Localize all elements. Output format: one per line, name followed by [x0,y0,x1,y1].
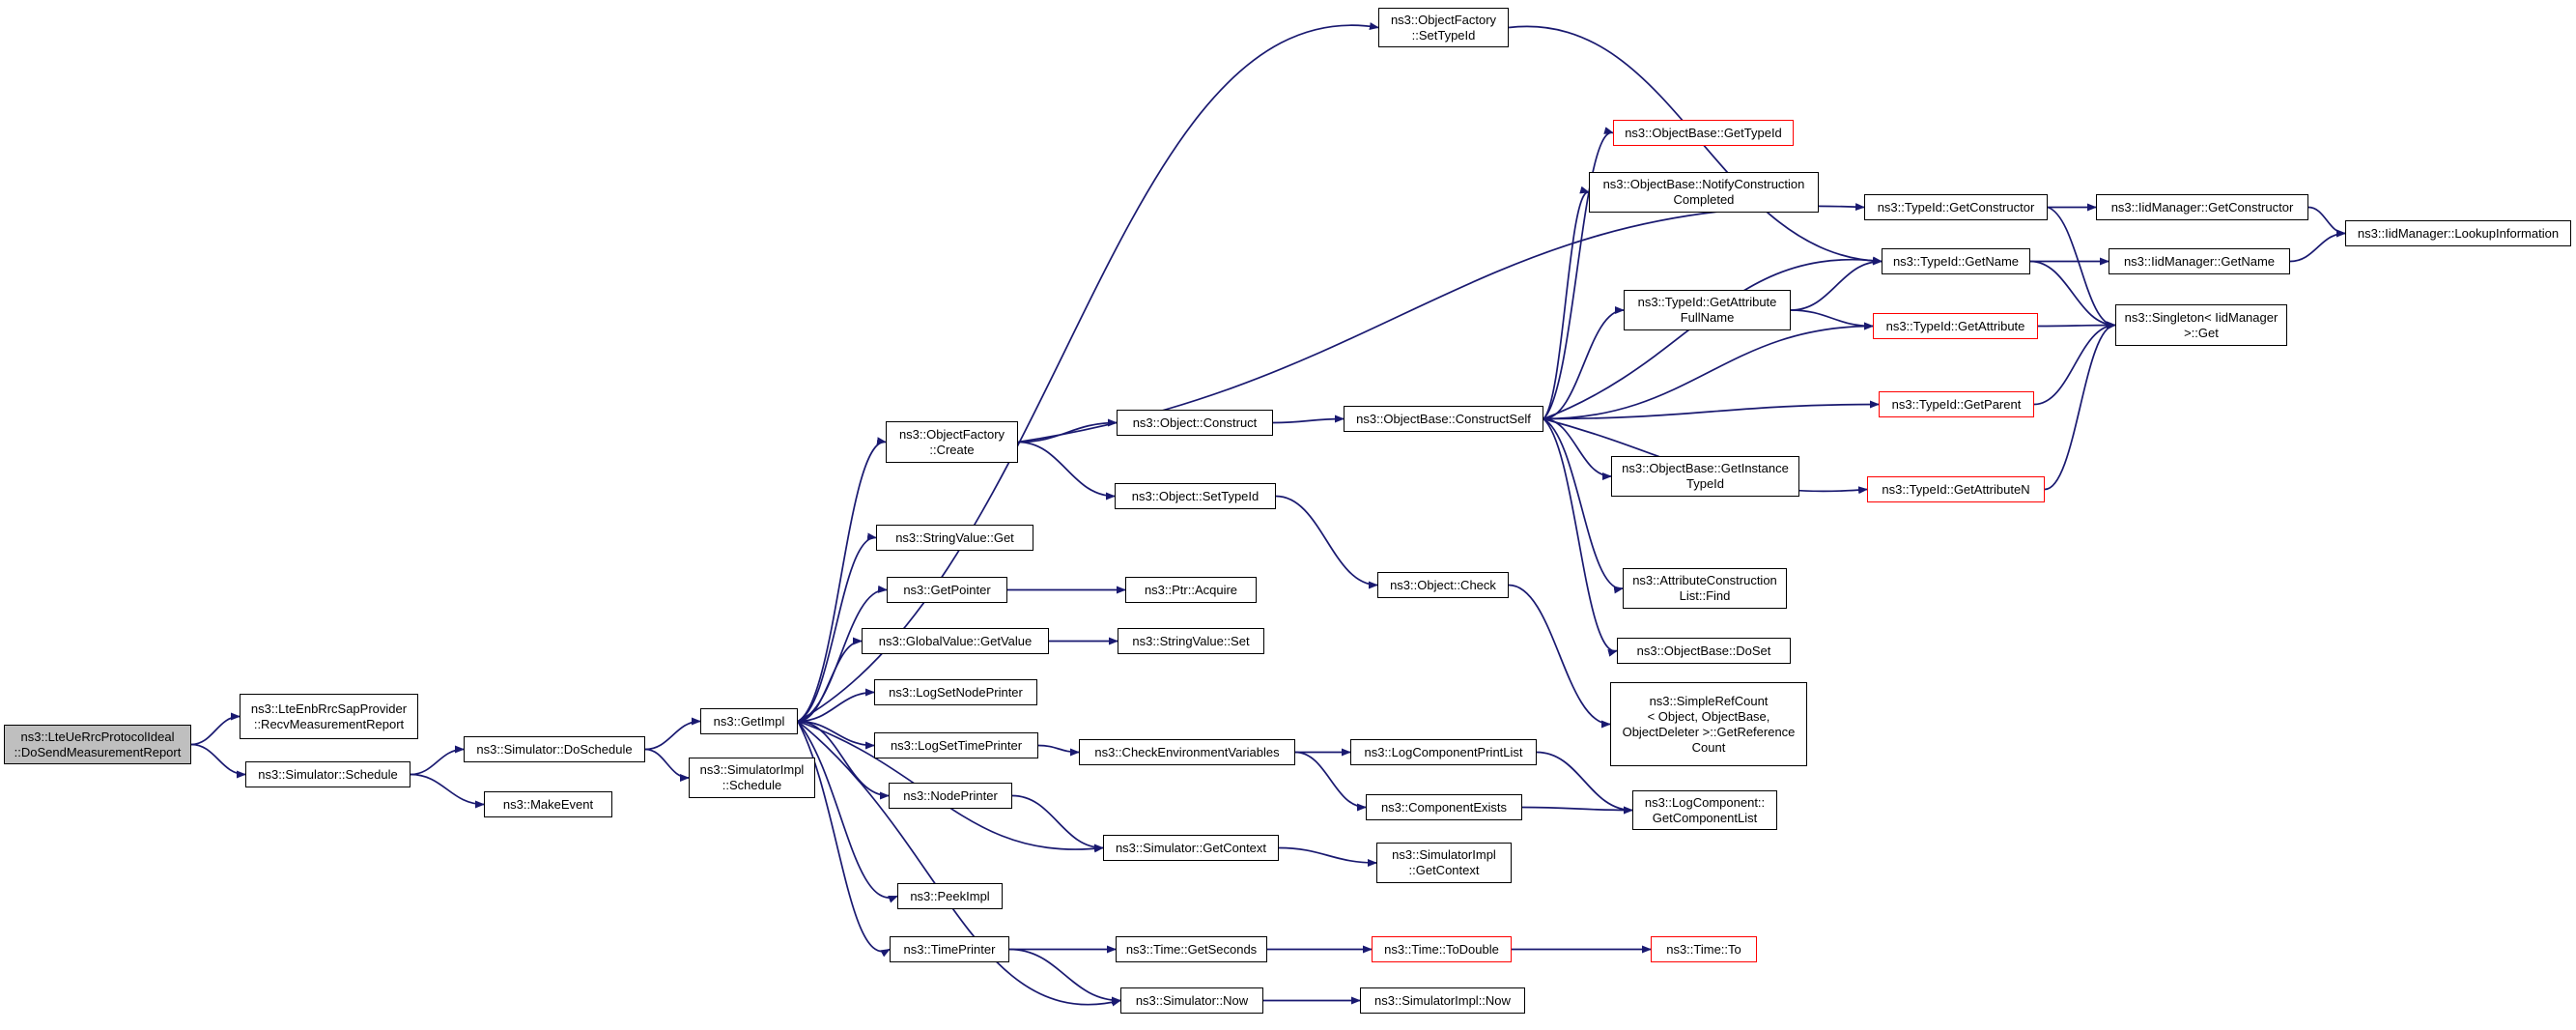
edge-tidgetctor-to-singletonget [2047,206,2116,330]
node-ns3-lteenbrrcsapprovider-recvmeasurementreport[interactable]: ns3::LteEnbRrcSapProvider ::RecvMeasurem… [240,694,418,739]
edge-logsettime-to-checkenv [1037,744,1080,757]
edge-root-to-recvmr [190,712,241,746]
edge-sched-to-dosched [410,745,465,776]
edge-iidgetname-to-iidlookup [2289,229,2346,263]
node-ns3-peekimpl[interactable]: ns3::PeekImpl [897,883,1003,909]
node-ns3-typeid-getattributen[interactable]: ns3::TypeId::GetAttributeN [1867,476,2045,502]
node-ns3-getimpl[interactable]: ns3::GetImpl [700,708,798,734]
node-ns3-stringvalue-set[interactable]: ns3::StringValue::Set [1118,628,1264,654]
node-ns3-object-check[interactable]: ns3::Object::Check [1377,572,1509,598]
node-ns3-typeid-getconstructor[interactable]: ns3::TypeId::GetConstructor [1864,194,2048,220]
edge-iidgetctor-to-iidlookup [2307,206,2346,238]
node-ns3-simulatorimpl-schedule[interactable]: ns3::SimulatorImpl ::Schedule [689,758,815,798]
edge-simgetctx-to-simimplgetctx [1278,846,1377,867]
node-ns3-simulatorimpl-now[interactable]: ns3::SimulatorImpl::Now [1360,987,1525,1014]
node-ns3-stringvalue-get[interactable]: ns3::StringValue::Get [876,525,1033,551]
edge-objsettypeid-to-objcheck [1275,495,1378,589]
edge-obconstructself-to-obgetinst [1543,417,1612,480]
node-ns3-simplerefcount-object-objectbase-objectdeleter-getreference-count[interactable]: ns3::SimpleRefCount < Object, ObjectBase… [1610,682,1807,766]
edge-objcheck-to-srcgetref [1508,584,1611,729]
edge-getimpl-to-logsetnode [797,688,875,723]
node-ns3-objectfactory-create[interactable]: ns3::ObjectFactory ::Create [886,421,1018,463]
node-ns3-simulatorimpl-getcontext[interactable]: ns3::SimulatorImpl ::GetContext [1376,843,1512,883]
node-ns3-typeid-getname[interactable]: ns3::TypeId::GetName [1882,248,2030,274]
edge-compexists-to-lcgetlist [1521,806,1633,815]
edge-root-to-sched [190,743,246,779]
edge-obconstructself-to-tidgetattr [1543,322,1874,420]
edge-getimpl-to-ofcreate [797,437,887,723]
edge-sched-to-makeevent [410,773,485,809]
node-ns3-objectbase-getinstance-typeid[interactable]: ns3::ObjectBase::GetInstance TypeId [1611,456,1799,497]
node-ns3-iidmanager-getconstructor[interactable]: ns3::IidManager::GetConstructor [2096,194,2308,220]
node-ns3-getpointer[interactable]: ns3::GetPointer [887,577,1007,603]
edge-objconstruct-to-obconstructself [1272,415,1345,424]
node-ns3-object-settypeid[interactable]: ns3::Object::SetTypeId [1115,483,1276,509]
edge-obconstructself-to-tidgetname [1543,256,1882,420]
node-ns3-typeid-getattribute[interactable]: ns3::TypeId::GetAttribute [1873,313,2038,339]
node-ns3-simulator-schedule[interactable]: ns3::Simulator::Schedule [245,761,410,787]
node-ns3-time-todouble[interactable]: ns3::Time::ToDouble [1372,936,1512,962]
edge-tidgetparent-to-singletonget [2033,321,2116,406]
node-ns3-object-construct[interactable]: ns3::Object::Construct [1117,410,1273,436]
node-ns3-singleton-iidmanager-get[interactable]: ns3::Singleton< IidManager >::Get [2115,304,2287,346]
edge-tidgetattrfull-to-tidgetname [1790,257,1882,311]
edge-getimpl-to-ofsettypeid [797,22,1379,723]
node-ns3-objectbase-doset[interactable]: ns3::ObjectBase::DoSet [1617,638,1791,664]
node-ns3-logcomponentprintlist[interactable]: ns3::LogComponentPrintList [1350,739,1537,765]
edge-obconstructself-to-obdoset [1543,417,1618,657]
edge-obconstructself-to-acfind [1543,417,1624,594]
node-ns3-makeevent[interactable]: ns3::MakeEvent [484,791,612,817]
node-ns3-time-to[interactable]: ns3::Time::To [1651,936,1757,962]
node-ns3-objectbase-constructself[interactable]: ns3::ObjectBase::ConstructSelf [1344,406,1543,432]
node-ns3-nodeprinter[interactable]: ns3::NodePrinter [889,783,1012,809]
node-ns3-simulator-doschedule[interactable]: ns3::Simulator::DoSchedule [464,736,645,762]
node-ns3-objectfactory-settypeid[interactable]: ns3::ObjectFactory ::SetTypeId [1378,8,1509,47]
node-ns3-lteuerrcprotocolideal-dosendmeasurementreport: ns3::LteUeRrcProtocolIdeal ::DoSendMeasu… [4,725,191,764]
node-ns3-componentexists[interactable]: ns3::ComponentExists [1366,794,1522,820]
edge-ofcreate-to-objsettypeid [1017,441,1116,501]
edge-obconstructself-to-tidgetattrfull [1543,306,1625,420]
node-ns3-iidmanager-lookupinformation[interactable]: ns3::IidManager::LookupInformation [2345,220,2571,246]
edge-obconstructself-to-obnotify [1543,186,1590,420]
edge-nodeprinter-to-simgetctx [1011,794,1104,852]
edge-dosched-to-getimpl [644,717,701,751]
node-ns3-time-getseconds[interactable]: ns3::Time::GetSeconds [1116,936,1267,962]
node-ns3-attributeconstruction-list-find[interactable]: ns3::AttributeConstruction List::Find [1623,568,1787,609]
edge-timeprinter-to-simnow [1008,948,1121,1005]
edge-getimpl-to-gvgetvalue [797,637,863,723]
node-ns3-logsetnodeprinter[interactable]: ns3::LogSetNodePrinter [874,679,1037,705]
node-ns3-logsettimeprinter[interactable]: ns3::LogSetTimePrinter [874,732,1038,758]
edge-ofcreate-to-objconstruct [1017,418,1118,443]
node-ns3-checkenvironmentvariables[interactable]: ns3::CheckEnvironmentVariables [1079,739,1295,765]
edge-getimpl-to-logsettime [797,720,875,750]
edge-obconstructself-to-tidgetparent [1543,400,1880,420]
node-ns3-timeprinter[interactable]: ns3::TimePrinter [890,936,1009,962]
node-ns3-simulator-now[interactable]: ns3::Simulator::Now [1120,987,1263,1014]
node-ns3-typeid-getparent[interactable]: ns3::TypeId::GetParent [1879,391,2034,417]
edge-tidgetattr-to-singletonget [2037,321,2116,329]
node-ns3-ptr-acquire[interactable]: ns3::Ptr::Acquire [1125,577,1257,603]
edge-tidgetname-to-singletonget [2029,260,2116,329]
node-ns3-objectbase-gettypeid[interactable]: ns3::ObjectBase::GetTypeId [1613,120,1794,146]
node-ns3-globalvalue-getvalue[interactable]: ns3::GlobalValue::GetValue [862,628,1049,654]
node-ns3-objectbase-notifyconstruction-completed[interactable]: ns3::ObjectBase::NotifyConstruction Comp… [1589,172,1819,213]
node-ns3-simulator-getcontext[interactable]: ns3::Simulator::GetContext [1103,835,1279,861]
edge-tidgetattrn-to-singletonget [2044,321,2116,491]
edge-dosched-to-simimplsched [644,748,690,782]
node-ns3-iidmanager-getname[interactable]: ns3::IidManager::GetName [2109,248,2290,274]
node-ns3-logcomponent-getcomponentlist[interactable]: ns3::LogComponent:: GetComponentList [1632,790,1777,830]
node-ns3-typeid-getattribute-fullname[interactable]: ns3::TypeId::GetAttribute FullName [1624,290,1791,330]
edge-tidgetattrfull-to-tidgetattr [1790,309,1874,330]
